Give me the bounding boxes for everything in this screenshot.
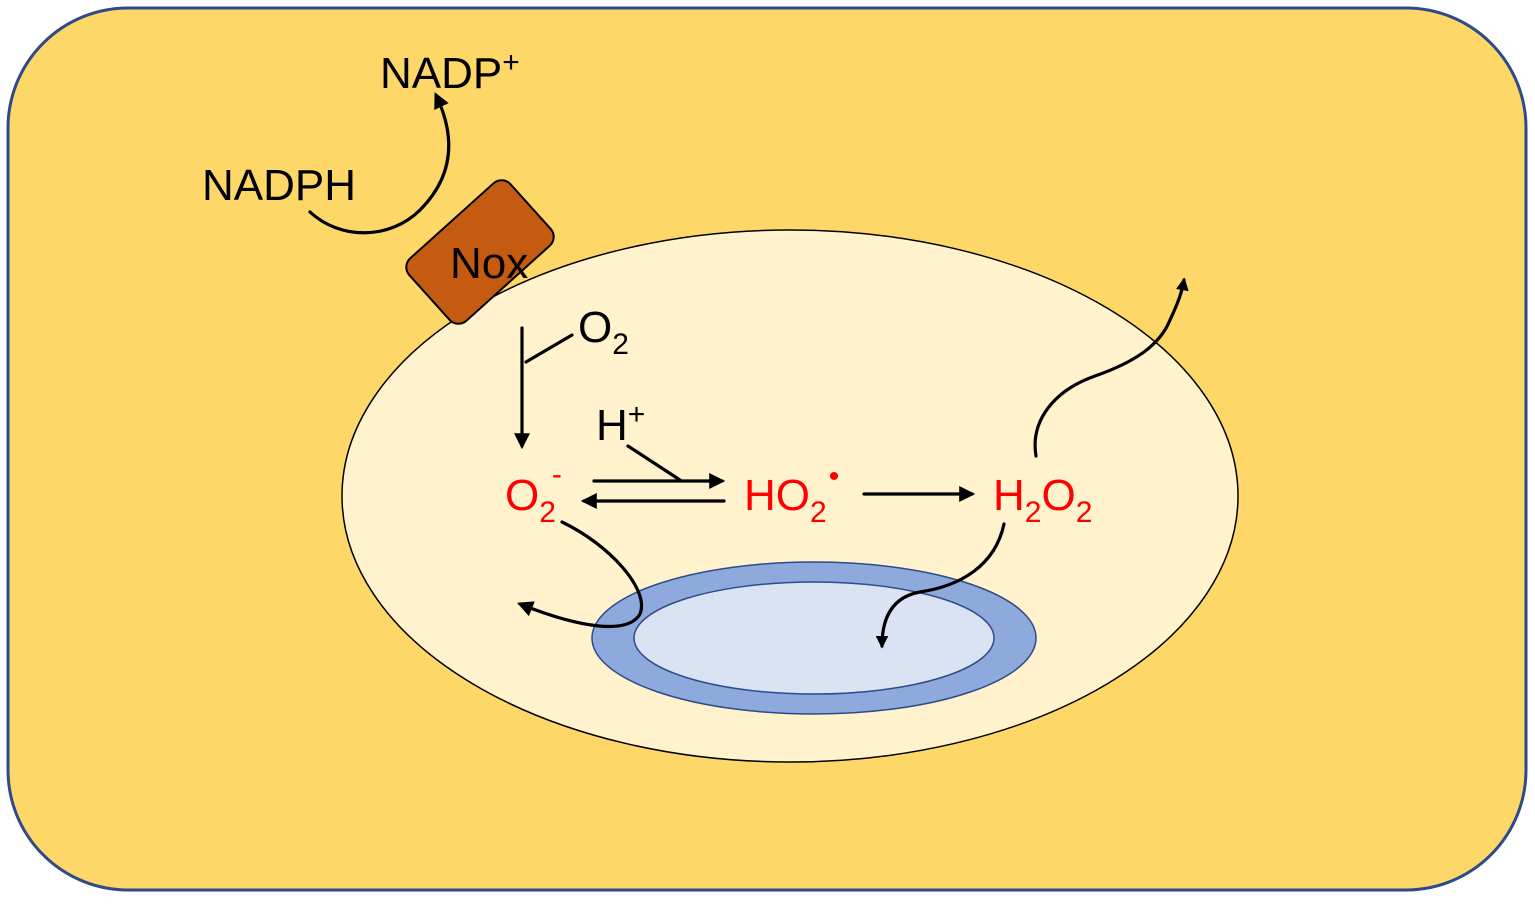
h-sup: +: [628, 398, 646, 431]
superoxide-label: O2 -: [505, 458, 562, 529]
nadph-arc-arrow: [308, 92, 451, 235]
superoxide-base: O: [505, 471, 539, 520]
nox-label: Nox: [450, 239, 528, 288]
h2o2-o: O: [1041, 471, 1075, 520]
h-base: H: [596, 401, 628, 450]
nadp-base: NADP: [380, 49, 502, 98]
h2o2-h: H: [993, 471, 1025, 520]
o2-sub: 2: [612, 328, 629, 361]
h-plus-label: H+: [596, 398, 645, 450]
hydroperoxyl-sub: 2: [810, 496, 827, 529]
h2o2-exit-arrow: [1033, 277, 1189, 458]
nadp-plus-label: NADP+: [380, 46, 520, 98]
superoxide-vacuole-arrow: [517, 520, 644, 629]
h2o2-sub2: 2: [1076, 496, 1093, 529]
h2o2-label: H2O2: [993, 471, 1092, 529]
o2-base: O: [578, 303, 612, 352]
h2o2-vacuole-arrow: [875, 522, 1006, 649]
hydroperoxyl-label: HO2•: [744, 460, 839, 529]
hydroperoxyl-base: HO: [744, 471, 810, 520]
o2-input-line: [524, 333, 574, 364]
o2-label: O2: [578, 303, 629, 361]
superoxide-sub: 2: [539, 496, 556, 529]
vacuole-inner: [633, 581, 995, 695]
superoxide-sup: -: [552, 458, 562, 491]
hydroperoxyl-radical: •: [829, 460, 840, 493]
h-plus-input-line: [626, 444, 682, 482]
h2o2-sub1: 2: [1025, 496, 1042, 529]
nox-enzyme: [405, 179, 555, 325]
nadp-sup: +: [502, 46, 520, 79]
nadph-label: NADPH: [202, 161, 356, 210]
